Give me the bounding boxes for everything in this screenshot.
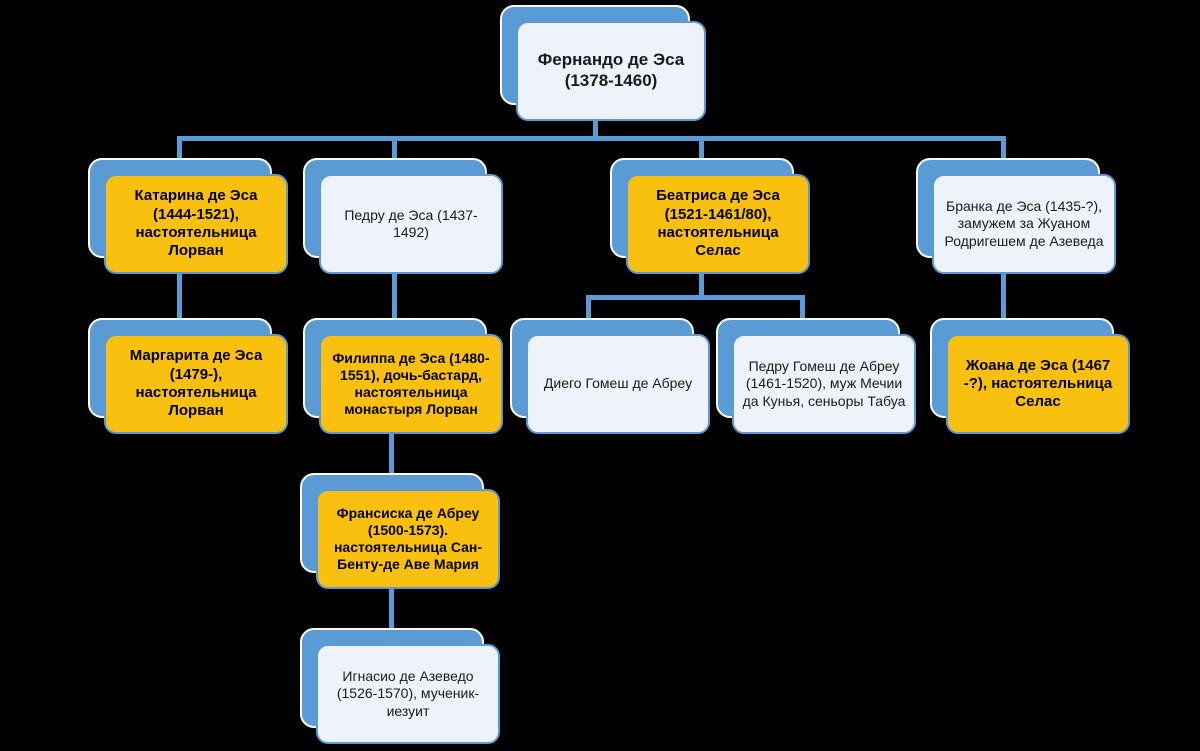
node-card: Диего Гомеш де Абреу: [526, 334, 710, 434]
connector-drop-branka: [1001, 136, 1006, 160]
node-label: Игнасио де Азеведо (1526-1570), мученик-…: [336, 668, 480, 719]
node-card: Филиппа де Эса (1480-1551), дочь-бастард…: [319, 334, 503, 434]
node-label: Филиппа де Эса (1480-1551), дочь-бастард…: [332, 349, 490, 418]
connector-pedru-filippa: [392, 274, 397, 320]
node-card: Бранка де Эса (1435-?), замужем за Жуано…: [932, 174, 1116, 274]
node-card: Беатриса де Эса (1521-1461/80), настояте…: [626, 174, 810, 274]
connector-beatrisa-bus: [586, 295, 805, 300]
connector-branka-zhoana: [1001, 274, 1006, 320]
connector-generation1-bus: [177, 136, 1006, 141]
node-card: Жоана де Эса (1467 -?), настоятельница С…: [946, 334, 1130, 434]
node-diego-gomesh-de-abreu[interactable]: Диего Гомеш де Абреу: [510, 318, 710, 434]
connector-drop-pedru: [392, 136, 397, 160]
connector-drop-pedru-gomesh: [800, 295, 805, 320]
node-label: Фернандо де Эса (1378-1460): [537, 50, 685, 90]
node-label: Франсиска де Абреу (1500-1573). настояте…: [333, 504, 483, 573]
node-label: Педру де Эса (1437-1492): [344, 206, 478, 240]
node-beatrisa-de-esa[interactable]: Беатриса де Эса (1521-1461/80), настояте…: [610, 158, 810, 274]
node-label: Катарина де Эса (1444-1521), настоятельн…: [134, 187, 258, 260]
node-label: Диего Гомеш де Абреу: [543, 375, 693, 392]
node-ignasio-de-azevedo[interactable]: Игнасио де Азеведо (1526-1570), мученик-…: [300, 628, 500, 744]
connector-drop-katarina: [177, 136, 182, 160]
node-card: Маргарита де Эса (1479-), настоятельница…: [104, 334, 288, 434]
node-filippa-de-esa[interactable]: Филиппа де Эса (1480-1551), дочь-бастард…: [303, 318, 503, 434]
node-card: Игнасио де Азеведо (1526-1570), мученик-…: [316, 644, 500, 744]
node-fransiska-de-abreu[interactable]: Франсиска де Абреу (1500-1573). настояте…: [300, 473, 500, 589]
node-card: Педру Гомеш де Абреу (1461-1520), муж Ме…: [732, 334, 916, 434]
node-branka-de-esa[interactable]: Бранка де Эса (1435-?), замужем за Жуано…: [916, 158, 1116, 274]
node-pedru-de-esa[interactable]: Педру де Эса (1437-1492): [303, 158, 503, 274]
node-card: Педру де Эса (1437-1492): [319, 174, 503, 274]
node-label: Беатриса де Эса (1521-1461/80), настояте…: [656, 187, 780, 260]
connector-root-stem: [593, 105, 598, 139]
connector-fransiska-ignasio: [389, 589, 394, 631]
node-card: Фернандо де Эса (1378-1460): [516, 21, 706, 121]
connector-katarina-margarita: [177, 274, 182, 320]
node-label: Педру Гомеш де Абреу (1461-1520), муж Ме…: [742, 358, 906, 409]
node-label: Бранка де Эса (1435-?), замужем за Жуано…: [944, 198, 1104, 249]
node-fernando-de-esa[interactable]: Фернандо де Эса (1378-1460): [500, 5, 706, 121]
connector-drop-beatrisa: [699, 136, 704, 160]
node-pedru-gomesh-de-abreu[interactable]: Педру Гомеш де Абреу (1461-1520), муж Ме…: [716, 318, 916, 434]
node-margarita-de-esa[interactable]: Маргарита де Эса (1479-), настоятельница…: [88, 318, 288, 434]
connector-beatrisa-stem: [699, 274, 704, 298]
node-label: Жоана де Эса (1467 -?), настоятельница С…: [963, 356, 1113, 411]
connector-drop-diego: [586, 295, 591, 320]
node-card: Франсиска де Абреу (1500-1573). настояте…: [316, 489, 500, 589]
connector-filippa-fransiska: [389, 434, 394, 476]
node-zhoana-de-esa[interactable]: Жоана де Эса (1467 -?), настоятельница С…: [930, 318, 1130, 434]
node-label: Маргарита де Эса (1479-), настоятельница…: [129, 347, 263, 420]
node-card: Катарина де Эса (1444-1521), настоятельн…: [104, 174, 288, 274]
node-katarina-de-esa[interactable]: Катарина де Эса (1444-1521), настоятельн…: [88, 158, 288, 274]
